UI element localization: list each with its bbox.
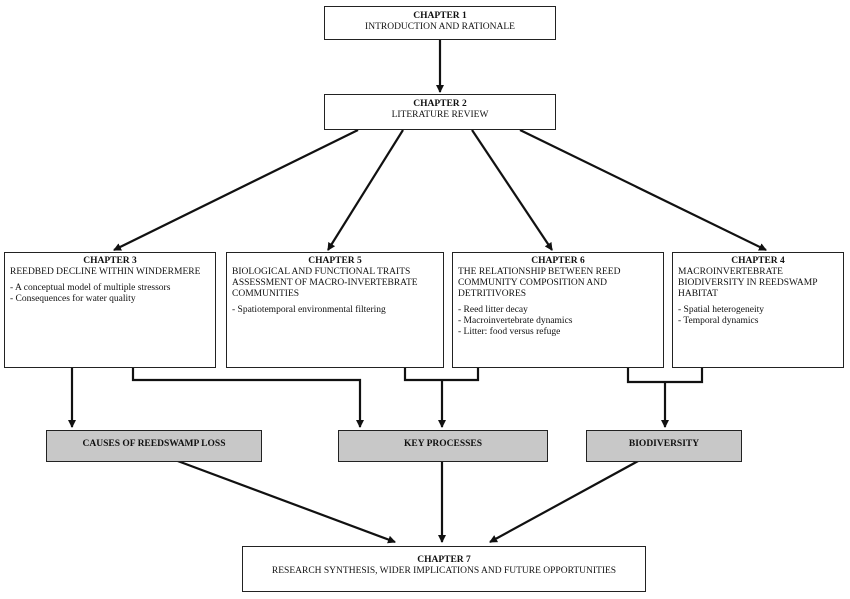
theme-key-processes-box: KEY PROCESSES (338, 430, 548, 462)
chapter-5-bullets: - Spatiotemporal environmental filtering (232, 305, 438, 316)
arrow-ch2-to-ch3 (113, 129, 359, 251)
chapter-7-box: CHAPTER 7 RESEARCH SYNTHESIS, WIDER IMPL… (242, 546, 646, 592)
chapter-6-bullet: - Macroinvertebrate dynamics (458, 316, 573, 326)
chapter-5-box: CHAPTER 5 BIOLOGICAL AND FUNCTIONAL TRAI… (226, 252, 444, 368)
chapter-3-heading: CHAPTER 3 (83, 256, 137, 266)
chapter-3-title: REEDBED DECLINE WITHIN WINDERMERE (10, 267, 201, 277)
chapter-4-heading: CHAPTER 4 (731, 256, 785, 266)
chapter-3-box: CHAPTER 3 REEDBED DECLINE WITHIN WINDERM… (4, 252, 216, 368)
arrow-causes-to-ch7 (174, 458, 396, 544)
chapter-2-box: CHAPTER 2 LITERATURE REVIEW (324, 94, 556, 130)
chapter-4-bullet: - Temporal dynamics (678, 316, 759, 326)
arrow-ch6-ch4-to-biodiversity-bracket (626, 368, 704, 384)
arrow-ch3-to-key-processes (131, 368, 364, 428)
arrow-biodiversity-to-ch7 (489, 459, 641, 543)
chapter-1-box: CHAPTER 1 INTRODUCTION AND RATIONALE (324, 6, 556, 40)
arrow-ch2-to-ch5 (327, 129, 404, 251)
arrow-ch5-ch6-to-key-processes (403, 368, 480, 382)
chapter-4-bullets: - Spatial heterogeneity - Temporal dynam… (678, 305, 838, 327)
chapter-1-heading: CHAPTER 1 (413, 11, 467, 21)
chapter-5-bullet: - Spatiotemporal environmental filtering (232, 305, 386, 315)
chapter-7-title: RESEARCH SYNTHESIS, WIDER IMPLICATIONS A… (271, 566, 617, 576)
chapter-3-bullet: - Consequences for water quality (10, 294, 136, 304)
chapter-2-heading: CHAPTER 2 (413, 99, 467, 109)
chapter-3-bullet: - A conceptual model of multiple stresso… (10, 283, 171, 293)
arrow-ch2-to-ch4 (519, 129, 767, 251)
chapter-6-bullet: - Reed litter decay (458, 305, 528, 315)
chapter-1-title: INTRODUCTION AND RATIONALE (365, 22, 515, 32)
chapter-4-box: CHAPTER 4 MACROINVERTEBRATE BIODIVERSITY… (672, 252, 844, 368)
chapter-6-bullet: - Litter: food versus refuge (458, 327, 561, 337)
chapter-4-bullet: - Spatial heterogeneity (678, 305, 764, 315)
chapter-2-title: LITERATURE REVIEW (391, 110, 489, 120)
chapter-6-box: CHAPTER 6 THE RELATIONSHIP BETWEEN REED … (452, 252, 664, 368)
theme-biodiversity-box: BIODIVERSITY (586, 430, 742, 462)
chapter-3-bullets: - A conceptual model of multiple stresso… (10, 283, 210, 305)
chapter-6-bullets: - Reed litter decay - Macroinvertebrate … (458, 305, 658, 338)
theme-biodiversity-label: BIODIVERSITY (628, 439, 700, 449)
chapter-7-heading: CHAPTER 7 (417, 555, 471, 565)
chapter-6-title: THE RELATIONSHIP BETWEEN REED COMMUNITY … (458, 267, 621, 299)
chapter-4-title: MACROINVERTEBRATE BIODIVERSITY IN REEDSW… (678, 267, 818, 299)
chapter-6-heading: CHAPTER 6 (531, 256, 585, 266)
arrow-ch2-to-ch6 (471, 129, 553, 251)
theme-causes-box: CAUSES OF REEDSWAMP LOSS (46, 430, 262, 462)
chapter-5-title: BIOLOGICAL AND FUNCTIONAL TRAITS ASSESSM… (232, 267, 418, 299)
theme-key-processes-label: KEY PROCESSES (403, 439, 483, 449)
theme-causes-label: CAUSES OF REEDSWAMP LOSS (82, 439, 226, 449)
chapter-5-heading: CHAPTER 5 (308, 256, 362, 266)
